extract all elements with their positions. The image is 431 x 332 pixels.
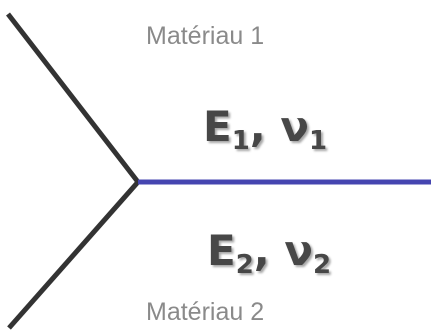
material-2-young-modulus-symbol: E	[207, 226, 236, 275]
material-2-properties: E2, ν2	[207, 230, 331, 279]
crack-lower-branch	[7, 180, 140, 330]
material-2-separator: ,	[253, 226, 270, 275]
material-1-poisson-index: 1	[309, 126, 328, 156]
material-1-poisson-symbol: ν	[280, 102, 309, 151]
material-1-young-modulus-index: 1	[231, 126, 250, 156]
material-2-poisson-symbol: ν	[284, 226, 313, 275]
material-2-label: Matériau 2	[146, 298, 265, 326]
material-2-poisson-index: 2	[313, 250, 332, 280]
material-1-label: Matériau 1	[146, 22, 265, 50]
material-1-young-modulus-symbol: E	[203, 102, 232, 151]
material-1-separator: ,	[249, 102, 266, 151]
material-2-young-modulus-index: 2	[235, 250, 254, 280]
crack-upper-branch	[6, 12, 140, 184]
material-1-properties: E1, ν1	[203, 106, 327, 155]
